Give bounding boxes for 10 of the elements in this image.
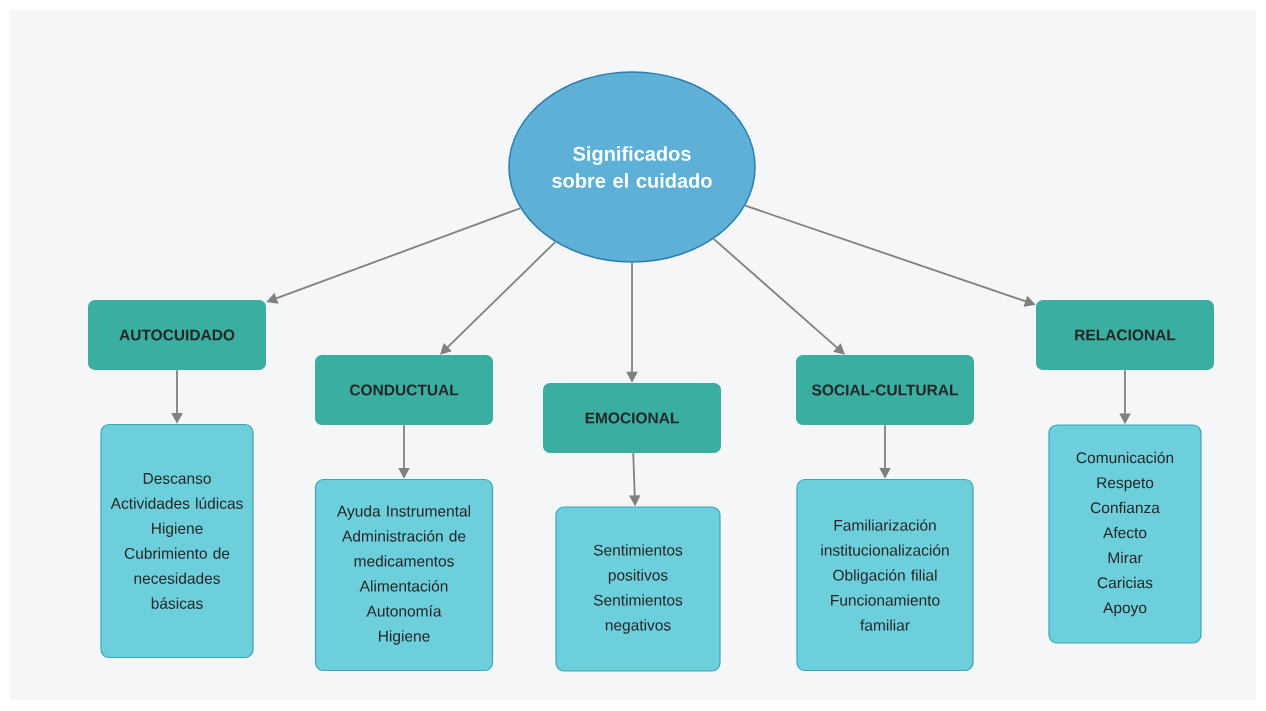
item-list-box: Familiarización institucionalización Obligación filial Funcionamiento familiar (796, 478, 974, 672)
category-box: EMOCIONAL (543, 383, 721, 453)
category-box: AUTOCUIDADO (88, 300, 266, 370)
item-list-box: Ayuda Instrumental Administración de medicamentos Alimentación Autonomía Higiene (314, 478, 494, 672)
category-box: CONDUCTUAL (315, 355, 493, 425)
item-list-box: Descanso Actividades lúdicas Higiene Cubrimiento de necesidades básicas (100, 423, 254, 659)
item-list-box: Sentimientos positivos Sentimientos negativos (555, 506, 721, 672)
category-box: SOCIAL-CULTURAL (796, 355, 974, 425)
category-box: RELACIONAL (1036, 300, 1214, 370)
item-list-box: Comunicación Respeto Confianza Afecto Mirar Caricias Apoyo (1048, 424, 1202, 644)
